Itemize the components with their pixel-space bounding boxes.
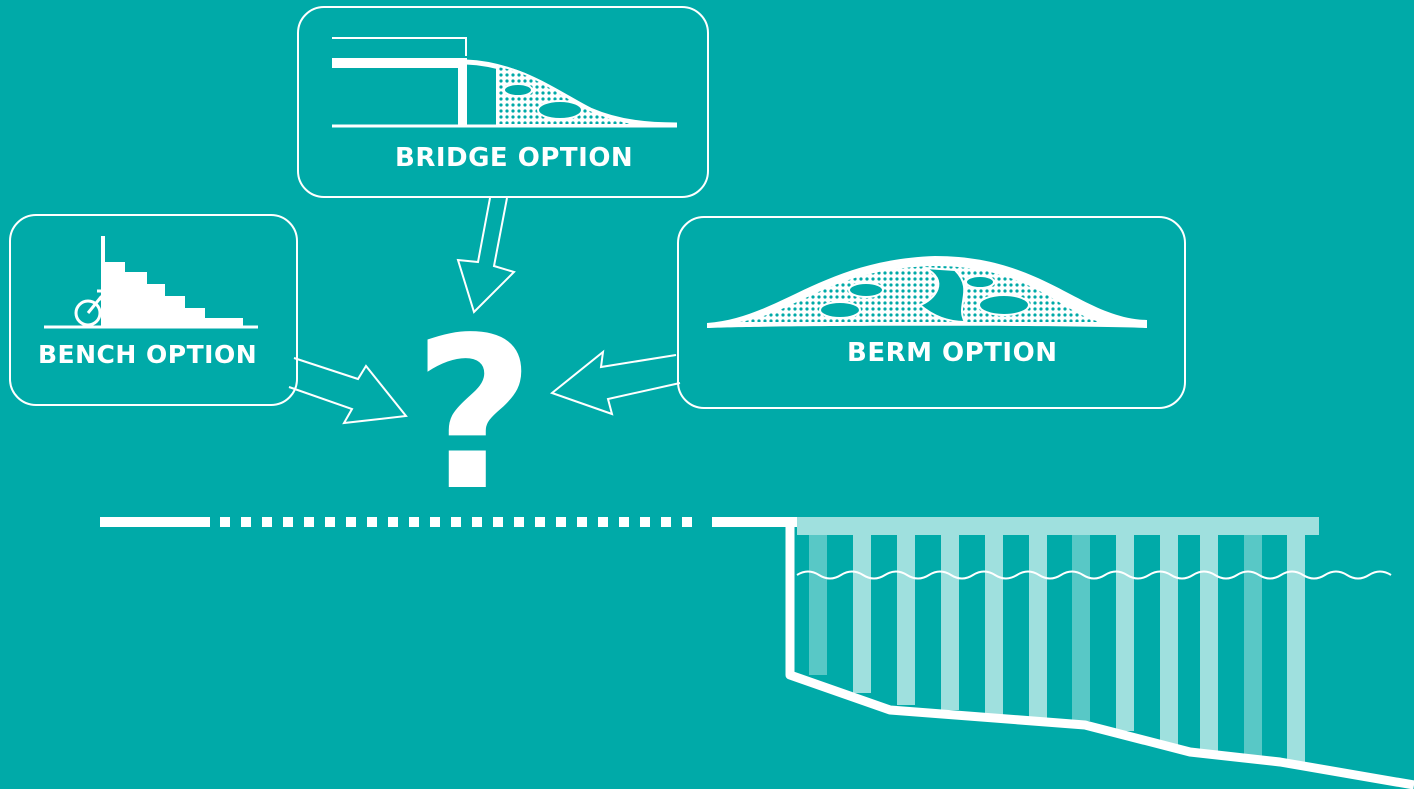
berm-option-box <box>677 216 1186 409</box>
bench-option-label: BENCH OPTION <box>38 340 258 369</box>
bicycle-icon <box>74 287 138 327</box>
bridge-section-icon <box>332 37 678 128</box>
berm-mound-icon <box>707 256 1147 328</box>
seawall-seabed <box>785 520 1414 789</box>
arrows <box>288 197 681 425</box>
water-line <box>796 570 1392 580</box>
berm-option-label: BERM OPTION <box>847 338 1058 368</box>
ground-line <box>100 517 797 527</box>
bench-option-box <box>9 214 298 406</box>
arrow-from-berm <box>549 349 681 416</box>
question-mark: ? <box>413 292 535 537</box>
pier <box>797 517 1319 765</box>
bridge-option-label: BRIDGE OPTION <box>395 143 634 173</box>
arrow-from-bench <box>288 357 408 425</box>
bridge-option-box <box>297 6 709 198</box>
arrow-from-bridge <box>456 197 516 314</box>
bicycle-stairs-icon <box>44 236 258 329</box>
